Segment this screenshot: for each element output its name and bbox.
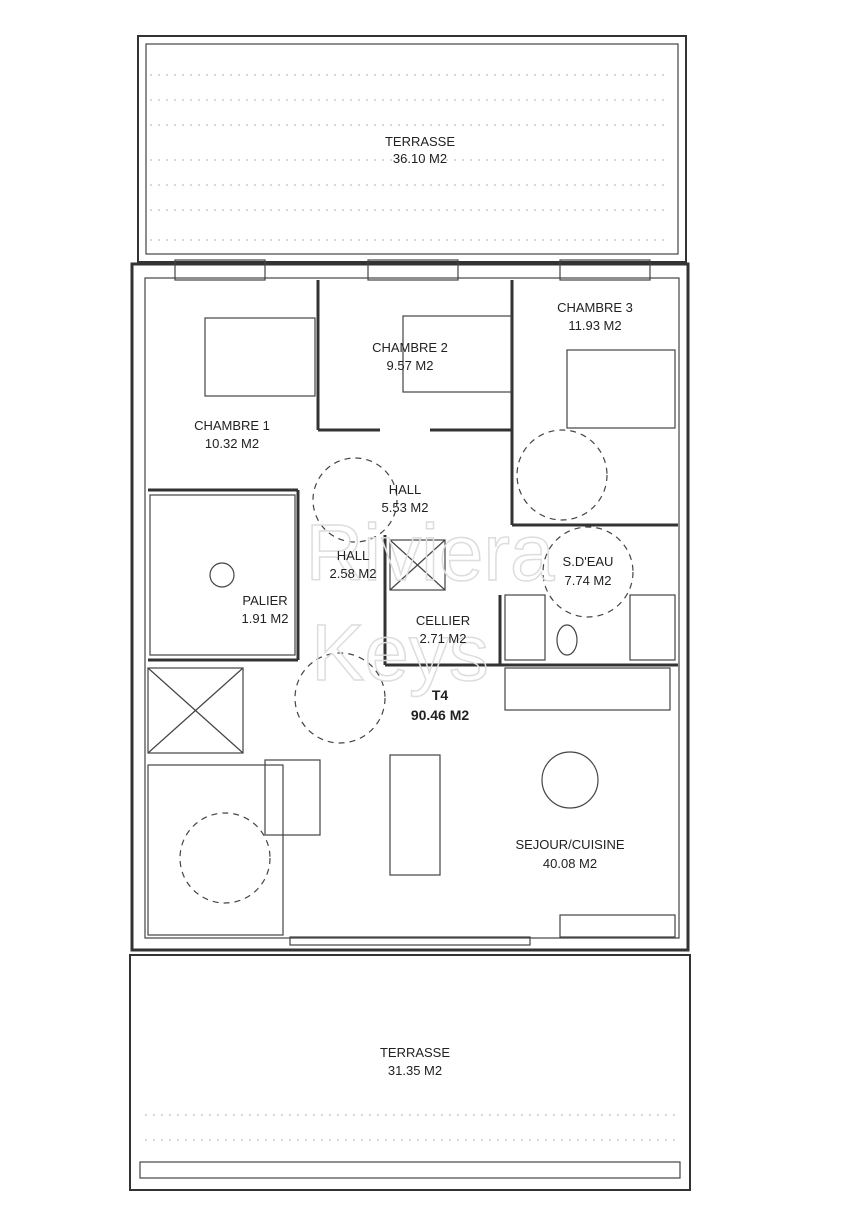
watermark: Riviera Keys bbox=[305, 507, 556, 698]
hall1-area: 5.53 M2 bbox=[382, 500, 429, 515]
hall2-area: 2.58 M2 bbox=[330, 566, 377, 581]
hall2-name: HALL bbox=[337, 548, 370, 563]
furniture bbox=[147, 315, 676, 938]
unit-name: T4 bbox=[432, 687, 449, 703]
cellier-area: 2.71 M2 bbox=[420, 631, 467, 646]
chambre1-name: CHAMBRE 1 bbox=[194, 418, 270, 433]
terrace-top-area: 36.10 M2 bbox=[393, 151, 447, 166]
sejour-name: SEJOUR/CUISINE bbox=[515, 837, 624, 852]
sdeau-name: S.D'EAU bbox=[563, 554, 614, 569]
chambre2-area: 9.57 M2 bbox=[387, 358, 434, 373]
terrace-bottom bbox=[129, 954, 691, 1191]
chambre2-name: CHAMBRE 2 bbox=[372, 340, 448, 355]
unit-area: 90.46 M2 bbox=[411, 707, 470, 723]
palier-name: PALIER bbox=[242, 593, 287, 608]
terrace-top bbox=[137, 35, 687, 263]
terrace-bottom-area: 31.35 M2 bbox=[388, 1063, 442, 1078]
sdeau-area: 7.74 M2 bbox=[565, 573, 612, 588]
room-labels: TERRASSE 36.10 M2 CHAMBRE 1 10.32 M2 CHA… bbox=[194, 134, 633, 1078]
palier-area: 1.91 M2 bbox=[242, 611, 289, 626]
sejour-area: 40.08 M2 bbox=[543, 856, 597, 871]
cellier-name: CELLIER bbox=[416, 613, 470, 628]
svg-text:Riviera: Riviera bbox=[306, 508, 555, 597]
clearance-circles bbox=[179, 429, 634, 904]
hall1-name: HALL bbox=[389, 482, 422, 497]
chambre3-area: 11.93 M2 bbox=[568, 318, 621, 333]
terrace-top-name: TERRASSE bbox=[385, 134, 455, 149]
chambre3-name: CHAMBRE 3 bbox=[557, 300, 633, 315]
building-walls bbox=[130, 259, 690, 952]
svg-text:Keys: Keys bbox=[311, 608, 489, 697]
terrace-bottom-name: TERRASSE bbox=[380, 1045, 450, 1060]
chambre1-area: 10.32 M2 bbox=[205, 436, 259, 451]
